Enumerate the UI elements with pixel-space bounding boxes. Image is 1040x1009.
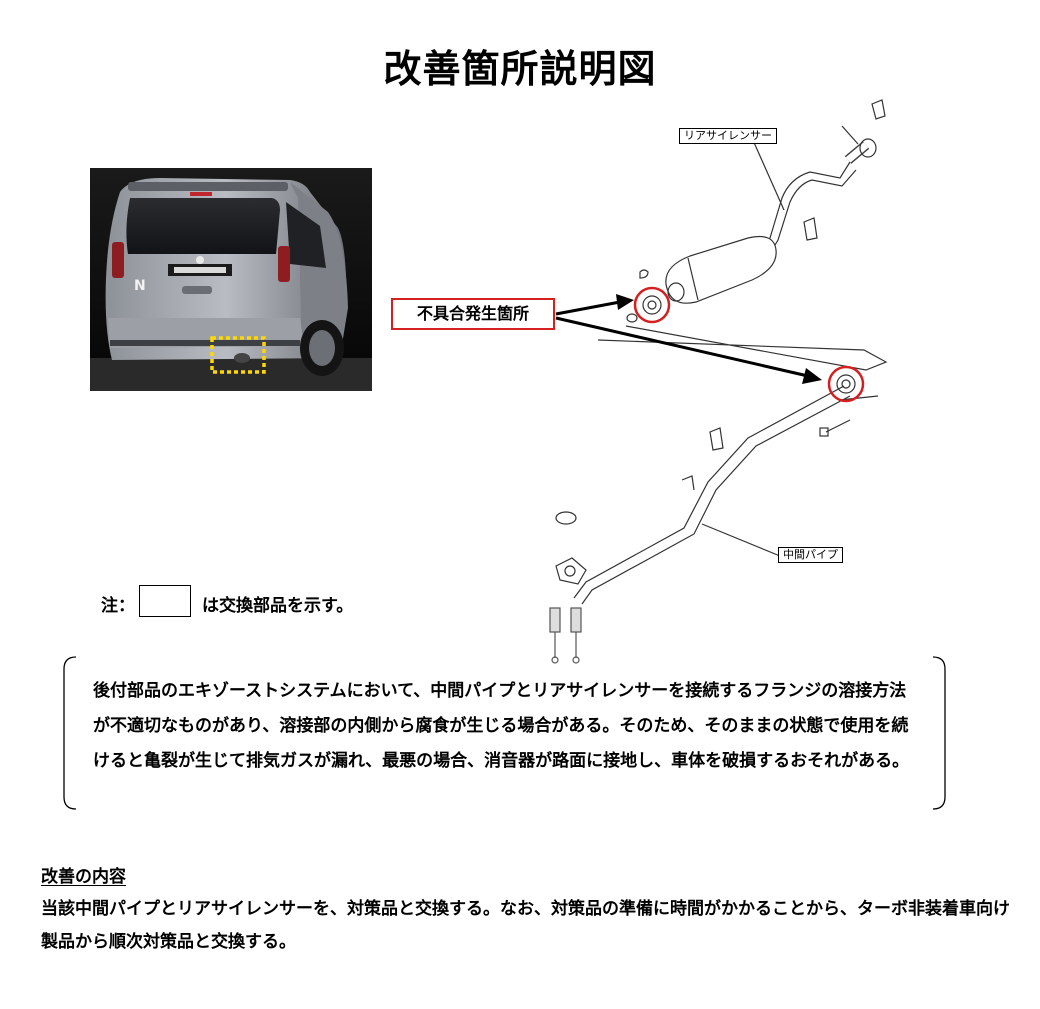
defect-circle-lower <box>827 365 865 403</box>
car-rear-illustration: N <box>90 168 372 391</box>
defect-circle-upper <box>633 286 671 324</box>
exhaust-parts-diagram <box>549 99 888 664</box>
emblem-text: N <box>134 278 146 294</box>
replacement-part-swatch <box>139 585 191 617</box>
improvement-body: 当該中間パイプとリアサイレンサーを、対策品と交換する。なお、対策品の準備に時間が… <box>41 899 1010 952</box>
improvement-heading: 改善の内容 <box>41 867 126 887</box>
car-rear-photo: N <box>90 168 372 391</box>
rear-silencer-label: リアサイレンサー <box>679 128 777 144</box>
note-prefix: 注： <box>101 596 135 616</box>
page-title: 改善箇所説明図 <box>383 46 657 91</box>
middle-pipe-label: 中間パイプ <box>778 547 843 563</box>
exhaust-highlight <box>210 336 266 374</box>
defect-location-label: 不具合発生箇所 <box>391 298 555 330</box>
note-text: は交換部品を示す。 <box>202 596 354 616</box>
description-bracket-frame <box>63 656 946 810</box>
defect-description: 後付部品のエキゾーストシステムにおいて、中間パイプとリアサイレンサーを接続するフ… <box>93 681 910 771</box>
